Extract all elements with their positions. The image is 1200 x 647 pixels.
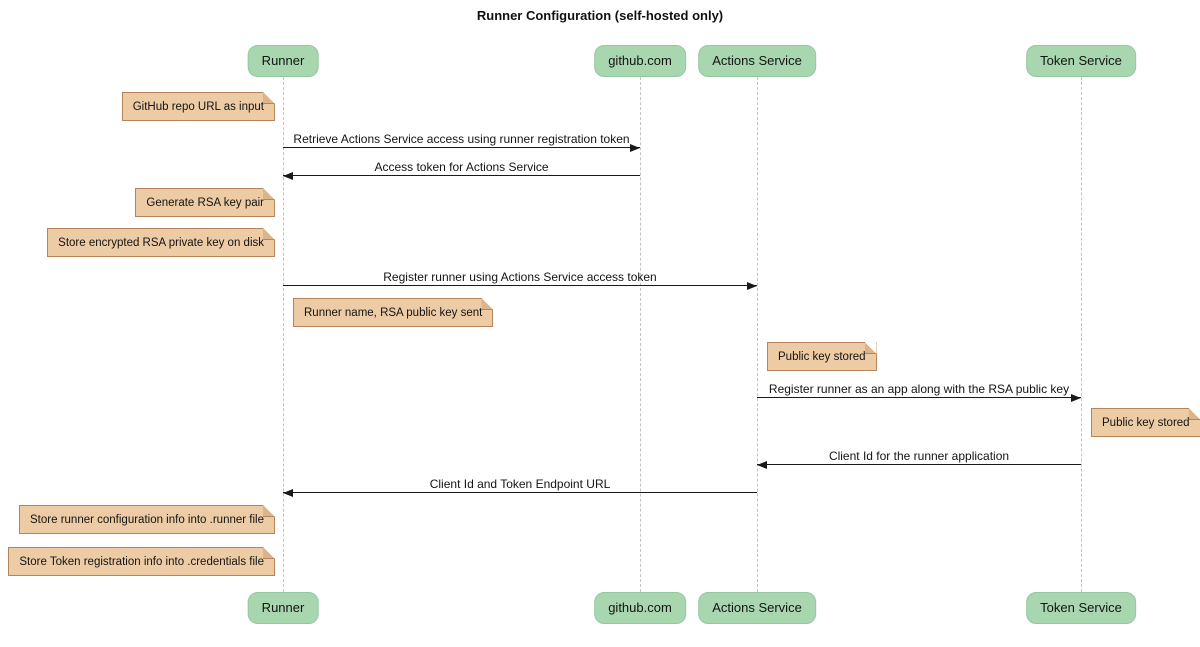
note-fold-icon: [263, 228, 275, 240]
message-label: Retrieve Actions Service access using ru…: [293, 132, 630, 146]
actor-label: Runner: [261, 53, 305, 68]
note-label: Store encrypted RSA private key on disk: [58, 237, 264, 249]
lifeline-token: [1081, 77, 1082, 592]
note-fold-icon: [865, 342, 877, 354]
message-label: Client Id and Token Endpoint URL: [429, 477, 611, 491]
note-fold-icon: [263, 505, 275, 517]
arrowhead-icon: [283, 172, 293, 180]
diagram-title: Runner Configuration (self-hosted only): [476, 8, 724, 23]
note-fold-icon: [481, 298, 493, 310]
message-5: Client Id for the runner application: [757, 448, 1081, 469]
note-6: Public key stored: [1091, 408, 1200, 437]
note-label: GitHub repo URL as input: [132, 101, 264, 113]
message-1: Retrieve Actions Service access using ru…: [283, 131, 640, 152]
message-line: [283, 175, 640, 176]
note-1: GitHub repo URL as input: [121, 92, 275, 121]
message-line: [757, 397, 1081, 398]
actor-runner-top: Runner: [247, 45, 319, 77]
lifeline-runner: [283, 77, 284, 592]
note-7: Store runner configuration info into .ru…: [19, 505, 275, 534]
note-label: Public key stored: [778, 351, 866, 363]
arrowhead-icon: [283, 489, 293, 497]
message-4: Register runner as an app along with the…: [757, 381, 1081, 402]
actor-label: Actions Service: [712, 600, 802, 615]
message-label: Client Id for the runner application: [828, 449, 1010, 463]
note-label: Generate RSA key pair: [146, 197, 264, 209]
message-line: [283, 147, 640, 148]
message-label: Register runner as an app along with the…: [768, 382, 1070, 396]
actor-actions-top: Actions Service: [698, 45, 816, 77]
note-label: Runner name, RSA public key sent: [304, 307, 483, 319]
note-label: Store runner configuration info into .ru…: [30, 514, 264, 526]
note-fold-icon: [263, 188, 275, 200]
arrowhead-icon: [747, 282, 757, 290]
note-fold-icon: [263, 547, 275, 559]
message-2: Access token for Actions Service: [283, 159, 640, 180]
message-line: [283, 285, 757, 286]
note-3: Store encrypted RSA private key on disk: [47, 228, 275, 257]
actor-label: github.com: [608, 600, 672, 615]
lifeline-github: [640, 77, 641, 592]
arrowhead-icon: [757, 461, 767, 469]
actor-label: Token Service: [1040, 53, 1122, 68]
note-4: Runner name, RSA public key sent: [293, 298, 494, 327]
message-label: Access token for Actions Service: [374, 160, 549, 174]
message-label: Register runner using Actions Service ac…: [383, 270, 657, 284]
note-label: Store Token registration info into .cred…: [19, 556, 264, 568]
note-8: Store Token registration info into .cred…: [8, 547, 275, 576]
actor-token-top: Token Service: [1026, 45, 1136, 77]
actor-github-bottom: github.com: [594, 592, 686, 624]
actor-runner-bottom: Runner: [247, 592, 319, 624]
actor-label: Actions Service: [712, 53, 802, 68]
note-5: Public key stored: [767, 342, 877, 371]
actor-github-top: github.com: [594, 45, 686, 77]
actor-label: Runner: [261, 600, 305, 615]
message-3: Register runner using Actions Service ac…: [283, 269, 757, 290]
lifeline-actions: [757, 77, 758, 592]
note-fold-icon: [1189, 408, 1200, 420]
message-line: [757, 464, 1081, 465]
arrowhead-icon: [630, 144, 640, 152]
actor-label: github.com: [608, 53, 672, 68]
actor-token-bottom: Token Service: [1026, 592, 1136, 624]
note-label: Public key stored: [1102, 417, 1190, 429]
arrowhead-icon: [1071, 394, 1081, 402]
message-6: Client Id and Token Endpoint URL: [283, 476, 757, 497]
message-line: [283, 492, 757, 493]
actor-actions-bottom: Actions Service: [698, 592, 816, 624]
note-2: Generate RSA key pair: [135, 188, 275, 217]
actor-label: Token Service: [1040, 600, 1122, 615]
note-fold-icon: [263, 92, 275, 104]
